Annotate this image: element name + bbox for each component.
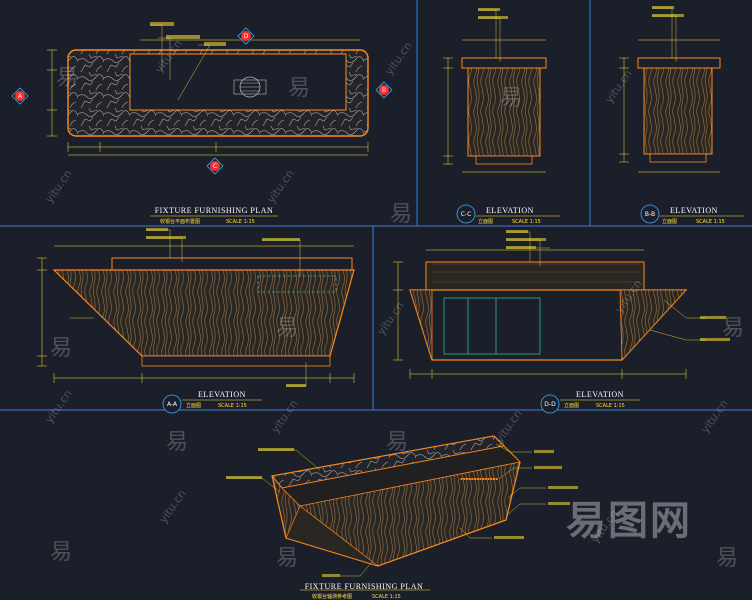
section-marker-c: C xyxy=(206,157,224,175)
elev-b-title: ELEVATION xyxy=(670,206,718,215)
elev-b-scale: SCALE 1:15 xyxy=(696,219,725,225)
elev-a-title: ELEVATION xyxy=(198,390,246,399)
plinth xyxy=(475,155,533,165)
elev-d-subtitle: 立面图 xyxy=(564,402,579,409)
elev-c-subtitle: 立面图 xyxy=(478,218,493,225)
svg-text:C: C xyxy=(213,163,217,170)
elev-d-tag: D-D xyxy=(544,401,556,408)
wood-body xyxy=(467,67,541,157)
section-marker-d: D xyxy=(237,27,255,45)
tapered-body xyxy=(52,269,355,357)
elevation-b-view: B-B ELEVATION 立面图 SCALE 1:15 xyxy=(619,6,744,225)
elev-a-subtitle: 立面图 xyxy=(186,402,201,409)
elevation-a-view: A-A ELEVATION 立面图 SCALE 1:15 xyxy=(37,228,355,414)
persp-title: FIXTURE FURNISHING PLAN xyxy=(305,582,424,591)
elev-b-tag: B-B xyxy=(645,211,655,218)
svg-text:A: A xyxy=(18,93,23,100)
elev-c-tag: C-C xyxy=(461,211,472,218)
elevation-d-view: D-D ELEVATION 立面图 SCALE 1:15 xyxy=(393,230,730,414)
elev-d-scale: SCALE 1:15 xyxy=(596,403,625,409)
persp-scale: SCALE 1:15 xyxy=(372,594,401,600)
elev-a-scale: SCALE 1:15 xyxy=(218,403,247,409)
elevation-c-view: C-C ELEVATION 立面图 SCALE 1:15 xyxy=(443,8,560,225)
elev-c-title: ELEVATION xyxy=(486,206,534,215)
section-marker-a: A xyxy=(11,87,29,105)
section-marker-b: B xyxy=(375,81,393,99)
counter-recess xyxy=(129,53,347,111)
plan-view: A B C D FIXTURE FURNISHING PLAN 收银台平面布置图… xyxy=(11,22,393,225)
logo-emblem xyxy=(233,76,267,98)
panel-frames xyxy=(0,0,752,411)
elev-c-scale: SCALE 1:15 xyxy=(512,219,541,225)
persp-logo-strip: ▪▪▪▪▪▪▪▪▪▪▪▪▪▪ xyxy=(460,476,498,481)
perspective-view: ▪▪▪▪▪▪▪▪▪▪▪▪▪▪ FIXTURE FURNISHING PLAN 收… xyxy=(226,435,578,600)
plan-title: FIXTURE FURNISHING PLAN xyxy=(155,206,274,215)
elev-a-tag: A-A xyxy=(167,401,178,408)
plan-subtitle: 收银台平面布置图 xyxy=(160,218,200,225)
svg-text:B: B xyxy=(382,87,386,94)
elev-d-title: ELEVATION xyxy=(576,390,624,399)
elev-b-subtitle: 立面图 xyxy=(662,218,677,225)
svg-text:D: D xyxy=(244,33,249,40)
persp-subtitle: 收银台轴测参考图 xyxy=(312,593,352,600)
plan-scale: SCALE 1:15 xyxy=(226,219,255,225)
top-slab xyxy=(461,57,547,69)
